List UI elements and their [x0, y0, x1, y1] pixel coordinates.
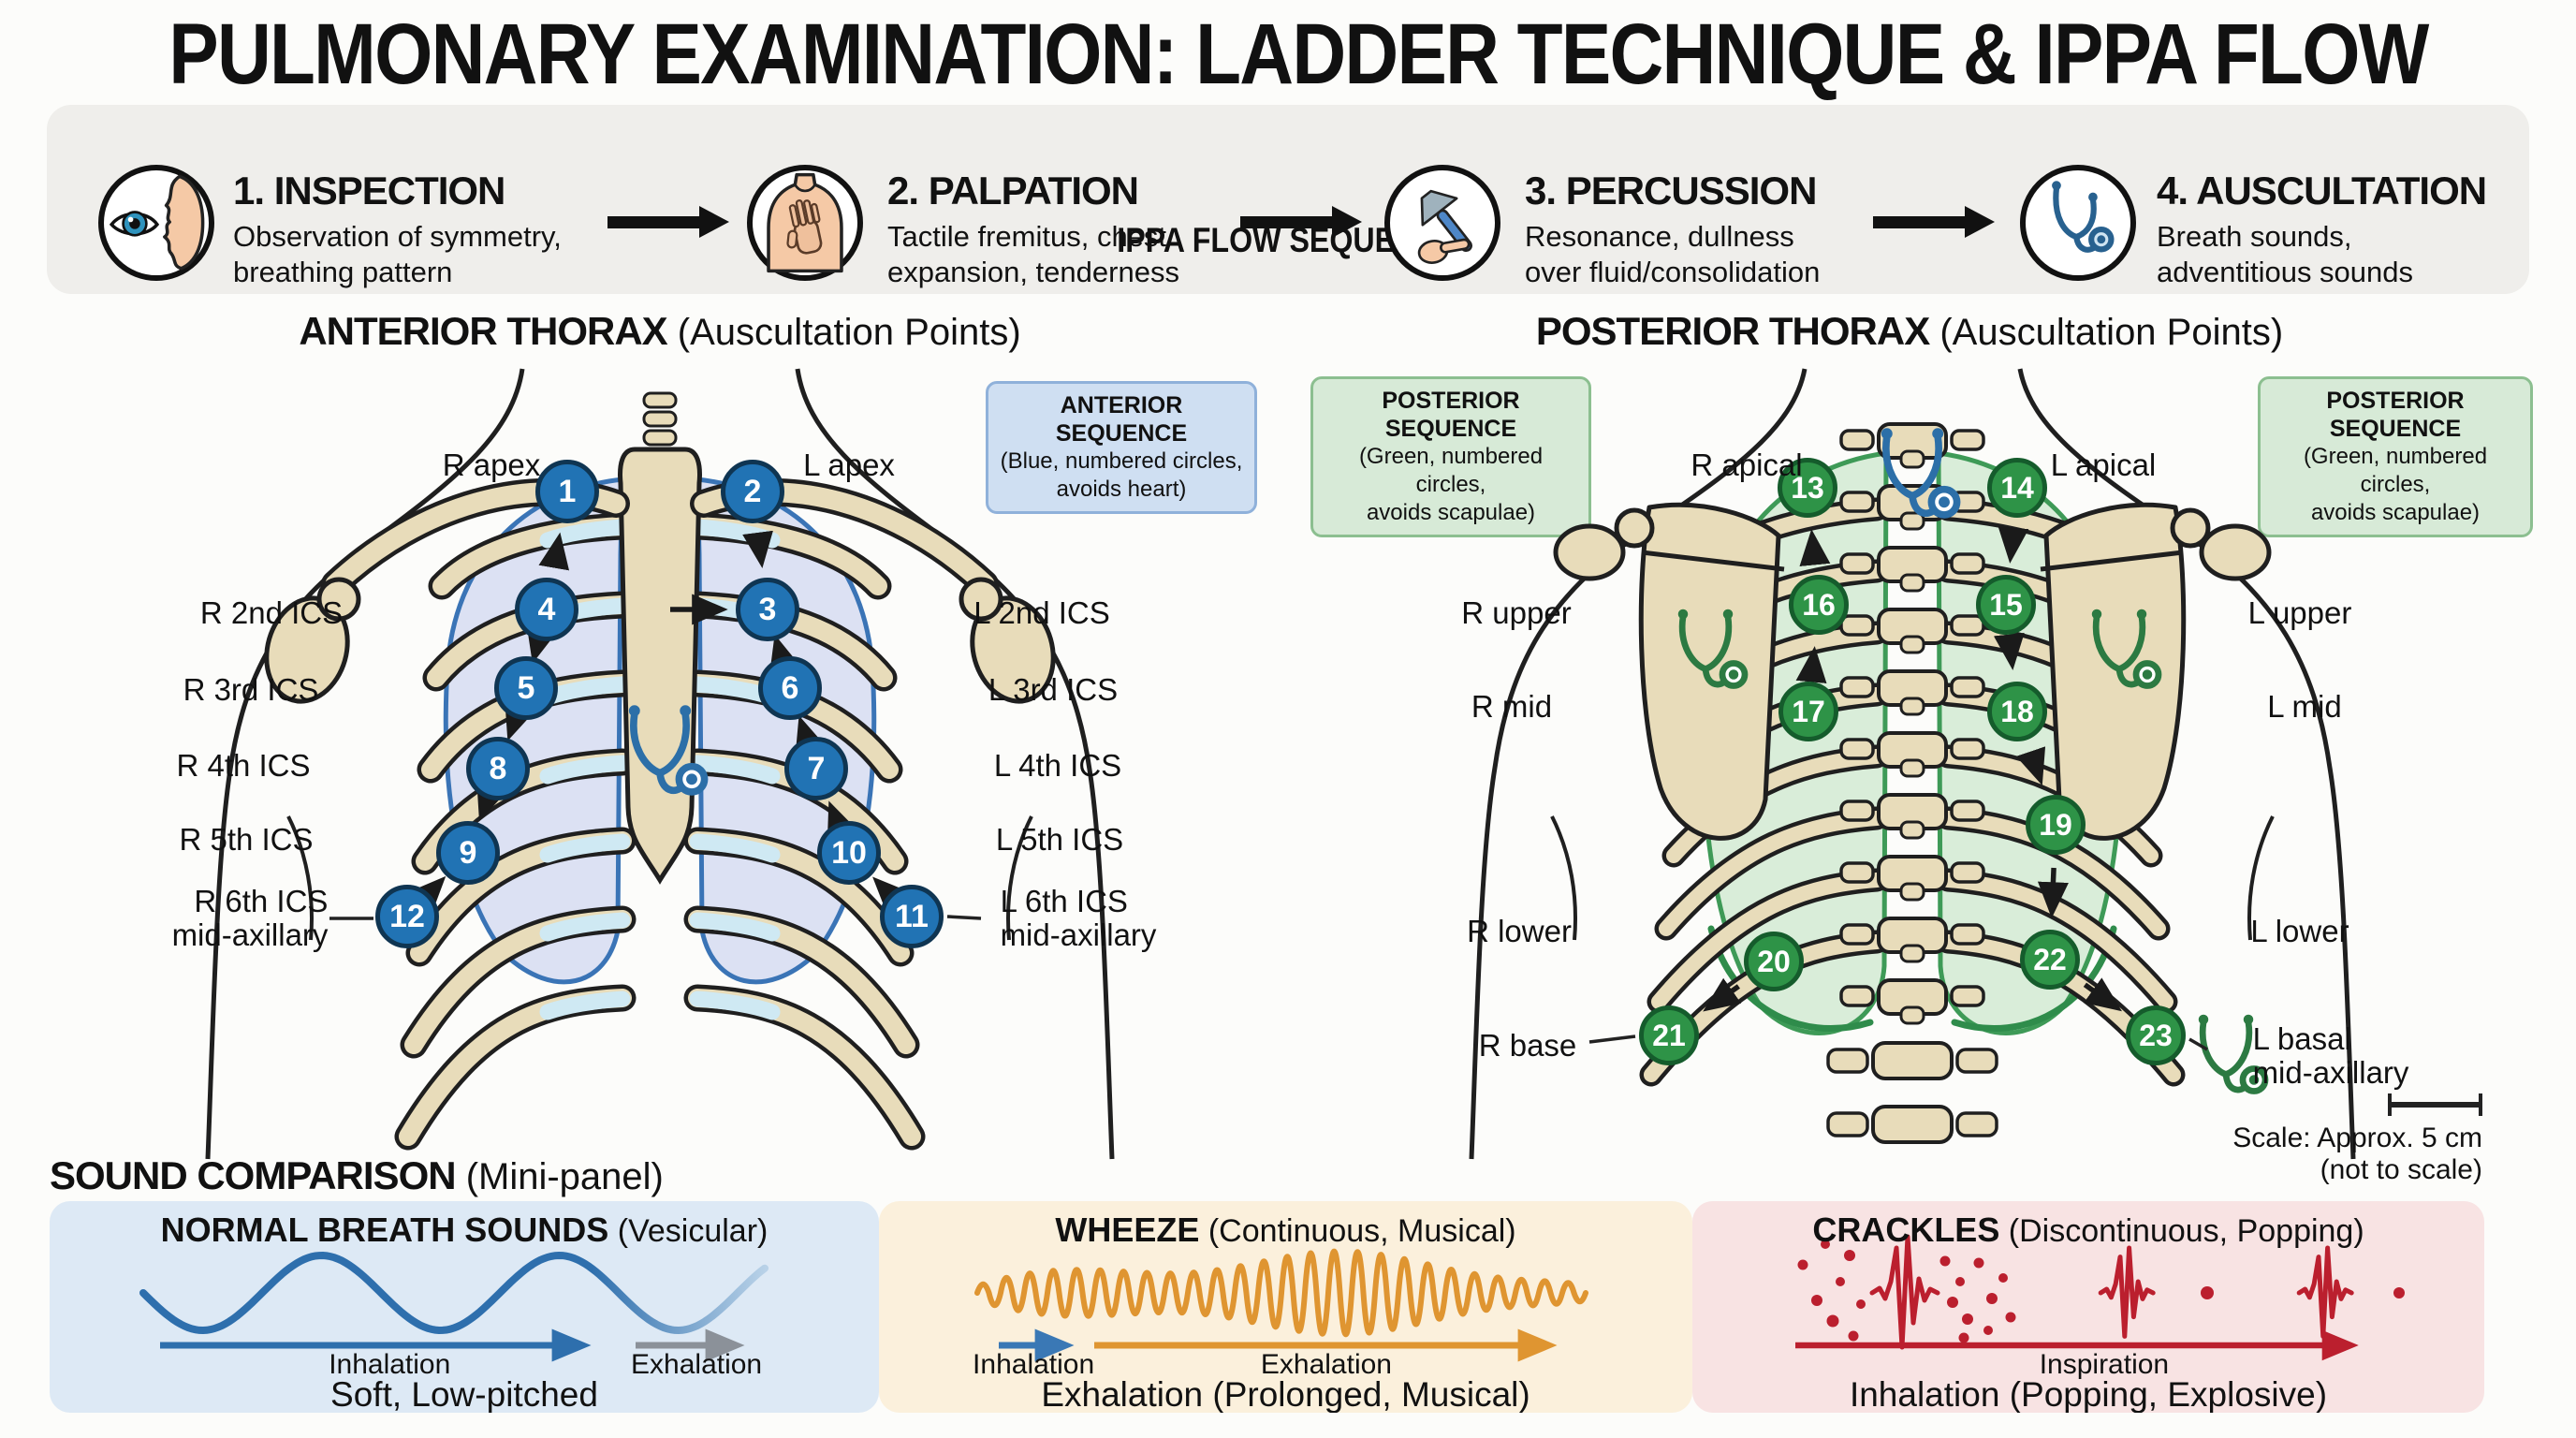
auscultation-point-16: 16 [1789, 575, 1849, 635]
anatomy-label: R 5th ICS [179, 822, 314, 857]
anatomy-label: R 2nd ICS [199, 595, 344, 630]
step-inspection: 1. INSPECTION Observation of symmetry, b… [233, 169, 562, 290]
posterior-sequence-note-left: POSTERIOR SEQUENCE (Green, numbered circ… [1310, 376, 1591, 537]
reflex-hammer-icon [1384, 165, 1500, 281]
auscultation-point-6: 6 [758, 656, 822, 720]
anatomy-label: R lower [1467, 914, 1572, 948]
auscultation-point-18: 18 [1987, 682, 2047, 741]
anatomy-label: R apex [442, 448, 541, 482]
auscultation-point-11: 11 [880, 885, 944, 948]
stethoscope-icon [2020, 165, 2136, 281]
auscultation-point-7: 7 [784, 737, 848, 800]
auscultation-point-1: 1 [535, 460, 599, 523]
auscultation-point-4: 4 [515, 578, 578, 641]
anatomy-label: L apical [2050, 448, 2157, 482]
auscultation-point-20: 20 [1744, 932, 1804, 991]
step-percussion: 3. PERCUSSION Resonance, dullness over f… [1525, 169, 1820, 290]
auscultation-point-8: 8 [466, 737, 530, 800]
auscultation-point-2: 2 [721, 460, 784, 523]
auscultation-point-9: 9 [436, 821, 500, 885]
auscultation-point-15: 15 [1976, 575, 2036, 635]
flow-arrow-icon [1873, 206, 1995, 238]
panel-caption: Exhalation (Prolonged, Musical) [1041, 1375, 1530, 1413]
step-title: 2. PALPATION [887, 169, 1139, 213]
flow-arrow-icon [607, 206, 729, 238]
exhalation-label: Exhalation [1260, 1349, 1392, 1380]
auscultation-point-22: 22 [2020, 930, 2080, 990]
anatomy-label: R 6th ICS mid-axillary [171, 884, 329, 952]
anatomy-label: L 2nd ICS [973, 595, 1110, 630]
auscultation-point-10: 10 [817, 821, 881, 885]
flow-arrow-icon [1240, 206, 1362, 238]
scale-note-line2: (not to scale) [2320, 1154, 2482, 1185]
scale-note-line1: Scale: Approx. 5 cm [2232, 1123, 2482, 1153]
wheeze-waveform [974, 1248, 1588, 1362]
step-desc: Resonance, dullness over fluid/consolida… [1525, 220, 1821, 288]
auscultation-point-5: 5 [494, 656, 558, 720]
crackles-panel: CRACKLES (Discontinuous, Popping) Inspir… [1692, 1201, 2484, 1413]
anatomy-label: R 3rd ICS [183, 672, 319, 707]
anatomy-label: L basal mid-axillary [2252, 1021, 2409, 1090]
posterior-sequence-note-right: POSTERIOR SEQUENCE (Green, numbered circ… [2258, 376, 2533, 537]
page-title: PULMONARY EXAMINATION: LADDER TECHNIQUE … [168, 7, 2429, 102]
panel-caption: Inhalation (Popping, Explosive) [1849, 1375, 2328, 1413]
exhalation-label: Exhalation [631, 1349, 763, 1380]
inhalation-label: Inhalation [329, 1349, 451, 1380]
step-auscultation: 4. AUSCULTATION Breath sounds, adventiti… [2157, 169, 2487, 290]
anatomy-label: R base [1478, 1028, 1577, 1063]
auscultation-point-13: 13 [1778, 458, 1837, 518]
anatomy-label: L 5th ICS [995, 822, 1124, 857]
auscultation-point-14: 14 [1987, 458, 2047, 518]
step-desc: Tactile fremitus, chest expansion, tende… [887, 220, 1179, 288]
anatomy-label: L lower [2250, 914, 2349, 948]
anatomy-label: L 4th ICS [993, 748, 1122, 783]
auscultation-point-12: 12 [375, 885, 439, 948]
anatomy-label: L 3rd ICS [988, 672, 1119, 707]
anatomy-label: R upper [1461, 595, 1572, 630]
step-title: 1. INSPECTION [233, 169, 505, 213]
step-desc: Observation of symmetry, breathing patte… [233, 220, 562, 288]
anterior-heading: ANTERIOR THORAX (Auscultation Points) [299, 309, 1021, 353]
auscultation-point-3: 3 [736, 578, 799, 641]
auscultation-point-19: 19 [2026, 795, 2086, 855]
wheeze-panel: WHEEZE (Continuous, Musical) Inhalation … [879, 1201, 1692, 1413]
sound-comparison-heading: SOUND COMPARISON (Mini-panel) [50, 1153, 664, 1197]
step-title: 4. AUSCULTATION [2157, 169, 2487, 213]
anatomy-label: L 6th ICS mid-axillary [1000, 884, 1157, 952]
anatomy-label: L upper [2247, 595, 2352, 630]
posterior-heading: POSTERIOR THORAX (Auscultation Points) [1535, 309, 2284, 353]
inspection-eye-icon [98, 165, 214, 281]
step-palpation: 2. PALPATION Tactile fremitus, chest exp… [887, 169, 1179, 290]
anatomy-label: L apex [803, 448, 895, 482]
normal-waveform [139, 1251, 768, 1362]
auscultation-point-21: 21 [1639, 1005, 1699, 1065]
hand-on-chest-icon [747, 165, 863, 281]
anterior-sequence-note: ANTERIOR SEQUENCE (Blue, numbered circle… [986, 381, 1257, 514]
anatomy-label: R mid [1471, 689, 1553, 724]
anatomy-label: R apical [1690, 448, 1803, 482]
auscultation-point-17: 17 [1778, 682, 1838, 741]
anatomy-label: R 4th ICS [176, 748, 311, 783]
crackles-waveform [1795, 1234, 2405, 1361]
anatomy-label: L mid [2267, 689, 2342, 724]
auscultation-point-23: 23 [2126, 1005, 2186, 1065]
step-desc: Breath sounds, adventitious sounds [2157, 220, 2414, 288]
step-title: 3. PERCUSSION [1525, 169, 1817, 213]
normal-breath-sounds-panel: NORMAL BREATH SOUNDS (Vesicular) Inhalat… [50, 1201, 879, 1413]
panel-caption: Soft, Low-pitched [330, 1375, 598, 1413]
inspiration-label: Inspiration [2039, 1349, 2170, 1380]
